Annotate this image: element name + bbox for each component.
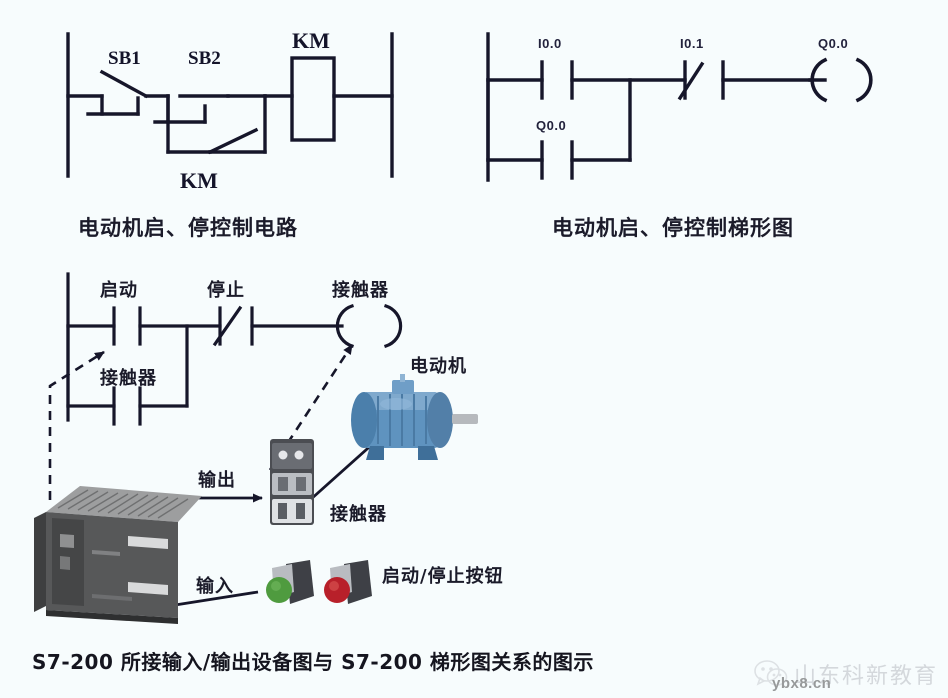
ladder-diagram-top: I0.0 I0.1 Q0.0 Q0.0	[480, 28, 880, 188]
label-input: 输入	[196, 576, 234, 597]
pushbuttons-photo	[262, 556, 372, 616]
label-start-stop-buttons: 启动/停止按钮	[382, 566, 504, 587]
label-contactor-coil: 接触器	[332, 280, 389, 301]
bottom-caption: S7-200 所接输入/输出设备图与 S7-200 梯形图关系的图示	[32, 650, 594, 674]
motor-photo	[340, 372, 485, 472]
label-start: 启动	[100, 280, 138, 301]
ladder-diagram-bottom: 启动 停止 接触器 接触器	[52, 268, 452, 428]
ladder-top-caption: 电动机启、停控制梯形图	[552, 216, 794, 240]
watermark: 山东科新教育 ybx8.cn	[754, 658, 938, 692]
start-pushbutton	[266, 560, 314, 604]
label-output: 输出	[198, 470, 236, 491]
label-sb1: SB1	[108, 48, 141, 69]
label-stop: 停止	[207, 280, 245, 301]
relay-control-circuit: SB1 SB2 KM KM	[60, 26, 400, 201]
watermark-brand: 山东科新教育	[793, 664, 938, 689]
label-output-coil-address: Q0.0	[818, 36, 849, 51]
wechat-icon	[754, 660, 788, 686]
plc-unit-s7-200	[28, 478, 208, 628]
label-input-start-address: I0.0	[538, 36, 562, 51]
label-contactor: 接触器	[330, 504, 387, 525]
relay-circuit-caption: 电动机启、停控制电路	[78, 216, 298, 240]
watermark-url: ybx8.cn	[771, 675, 832, 692]
label-km-coil: KM	[292, 28, 330, 53]
contactor-photo	[266, 437, 320, 527]
label-motor: 电动机	[410, 356, 467, 377]
stop-pushbutton	[324, 560, 372, 604]
label-sb2: SB2	[188, 48, 221, 69]
label-latch-contact-address: Q0.0	[536, 118, 567, 133]
label-input-stop-address: I0.1	[680, 36, 704, 51]
label-contactor-latch: 接触器	[100, 368, 157, 389]
label-km-aux: KM	[180, 168, 218, 193]
